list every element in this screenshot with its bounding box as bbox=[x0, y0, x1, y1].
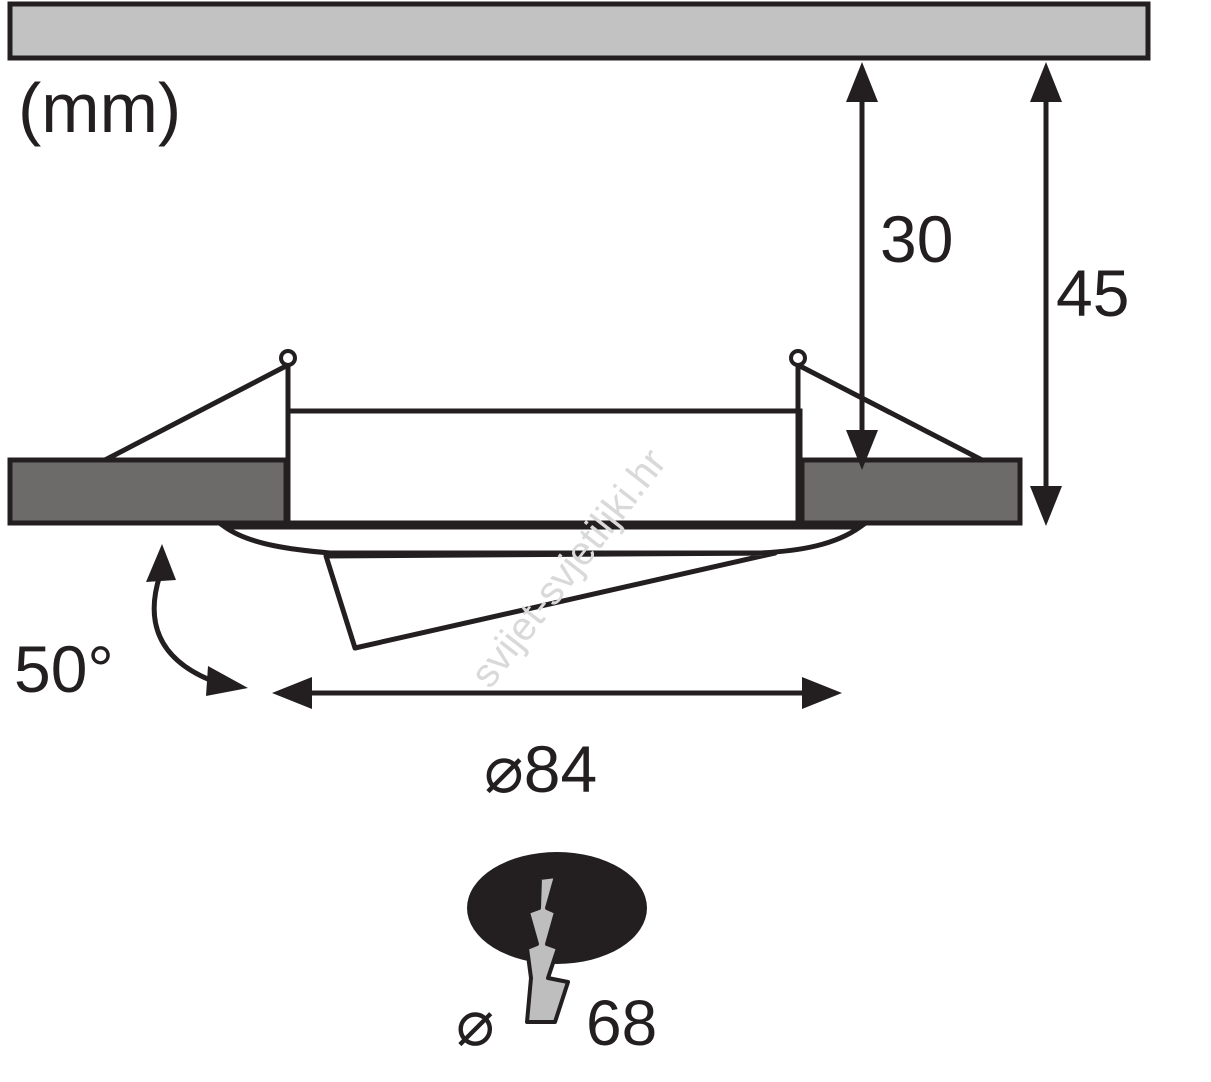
unit-label: (mm) bbox=[18, 69, 181, 147]
cutout-diameter-value: 68 bbox=[586, 987, 657, 1059]
dimension-label-84: ⌀84 bbox=[484, 732, 597, 806]
tilted-lamp-insert bbox=[323, 550, 778, 651]
fixture-bezel bbox=[217, 524, 868, 556]
dimension-arrow-45 bbox=[1030, 62, 1062, 526]
ceiling-slab bbox=[7, 1, 1151, 61]
drill-bit-icon bbox=[525, 874, 570, 1024]
dimension-arrow-84 bbox=[272, 677, 842, 709]
fixture-housing bbox=[285, 408, 803, 526]
cutout-diameter-symbol: ⌀ bbox=[456, 987, 495, 1059]
dimension-label-30: 30 bbox=[880, 202, 953, 276]
tilt-angle-arrow bbox=[146, 544, 248, 696]
cutout-hole-icon bbox=[467, 852, 647, 1024]
spring-clip-right bbox=[789, 349, 984, 523]
spring-clip-left bbox=[103, 349, 297, 523]
tilt-angle-label: 50° bbox=[14, 632, 114, 706]
ceiling-board-left bbox=[7, 457, 289, 526]
dimension-arrow-30 bbox=[846, 62, 878, 470]
dimension-label-45: 45 bbox=[1056, 256, 1129, 330]
ceiling-board-right bbox=[799, 457, 1023, 526]
